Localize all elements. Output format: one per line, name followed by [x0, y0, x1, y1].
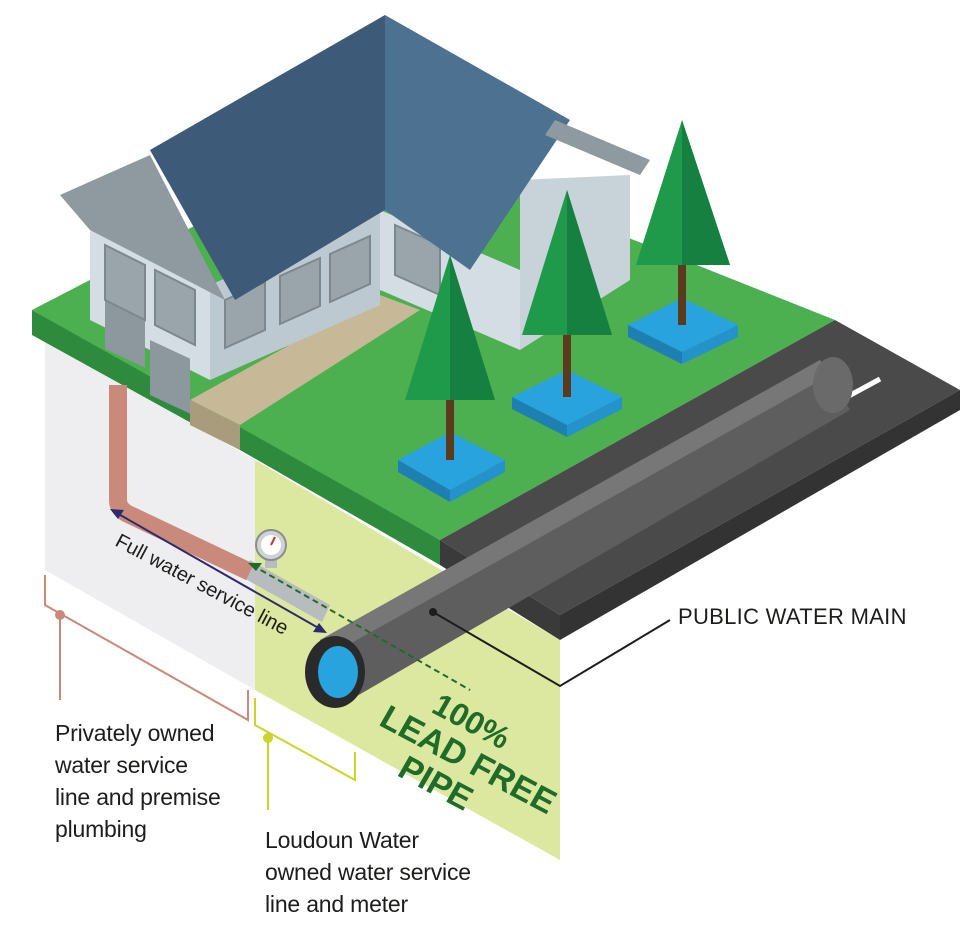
water-main-end-far — [813, 357, 853, 413]
roof-left-eave — [60, 155, 225, 300]
private-bracket — [44, 575, 249, 722]
utility-ownership-label: Loudoun Water owned water service line a… — [265, 824, 471, 920]
pine-tree-icon — [512, 190, 622, 437]
utility-label-line: line and meter — [265, 891, 408, 917]
roof-left — [150, 15, 385, 300]
water-meter-icon — [255, 529, 287, 568]
window-left-2 — [154, 268, 196, 347]
private-ownership-label: Privately owned water service line and p… — [55, 717, 221, 845]
private-label-line: water service — [55, 752, 188, 778]
water-main-water — [318, 646, 358, 698]
utility-service-pipe — [242, 560, 330, 622]
full-service-line-arrow — [110, 509, 327, 633]
window-left — [104, 243, 146, 322]
private-copper-pipe — [109, 385, 254, 581]
roof-right-eave — [545, 120, 650, 175]
road-edge-right — [560, 390, 960, 640]
water-main-leader-line — [432, 611, 671, 688]
utility-bracket — [254, 698, 356, 810]
pine-tree-icon — [398, 255, 505, 502]
private-label-line: Privately owned — [55, 720, 215, 746]
walkway — [190, 295, 420, 425]
public-water-main-label: PUBLIC WATER MAIN — [678, 604, 907, 629]
water-main-pipe-top — [320, 360, 830, 655]
ground-edge-left — [32, 310, 240, 450]
water-main-leader-dot — [429, 608, 437, 616]
private-label-line: line and premise — [55, 784, 221, 810]
utility-label-line: owned water service — [265, 859, 471, 885]
window-front-2 — [279, 256, 321, 326]
roof-right — [385, 15, 570, 270]
walkway-edge — [190, 400, 240, 450]
pine-tree-icon — [628, 120, 738, 364]
ground-edge-front — [240, 425, 440, 565]
private-label-line: plumbing — [55, 816, 147, 842]
water-main-pipe — [320, 360, 850, 700]
window-front-3 — [329, 234, 371, 304]
utility-label-line: Loudoun Water — [265, 827, 419, 853]
lead-free-dashed-arrow — [248, 563, 471, 691]
